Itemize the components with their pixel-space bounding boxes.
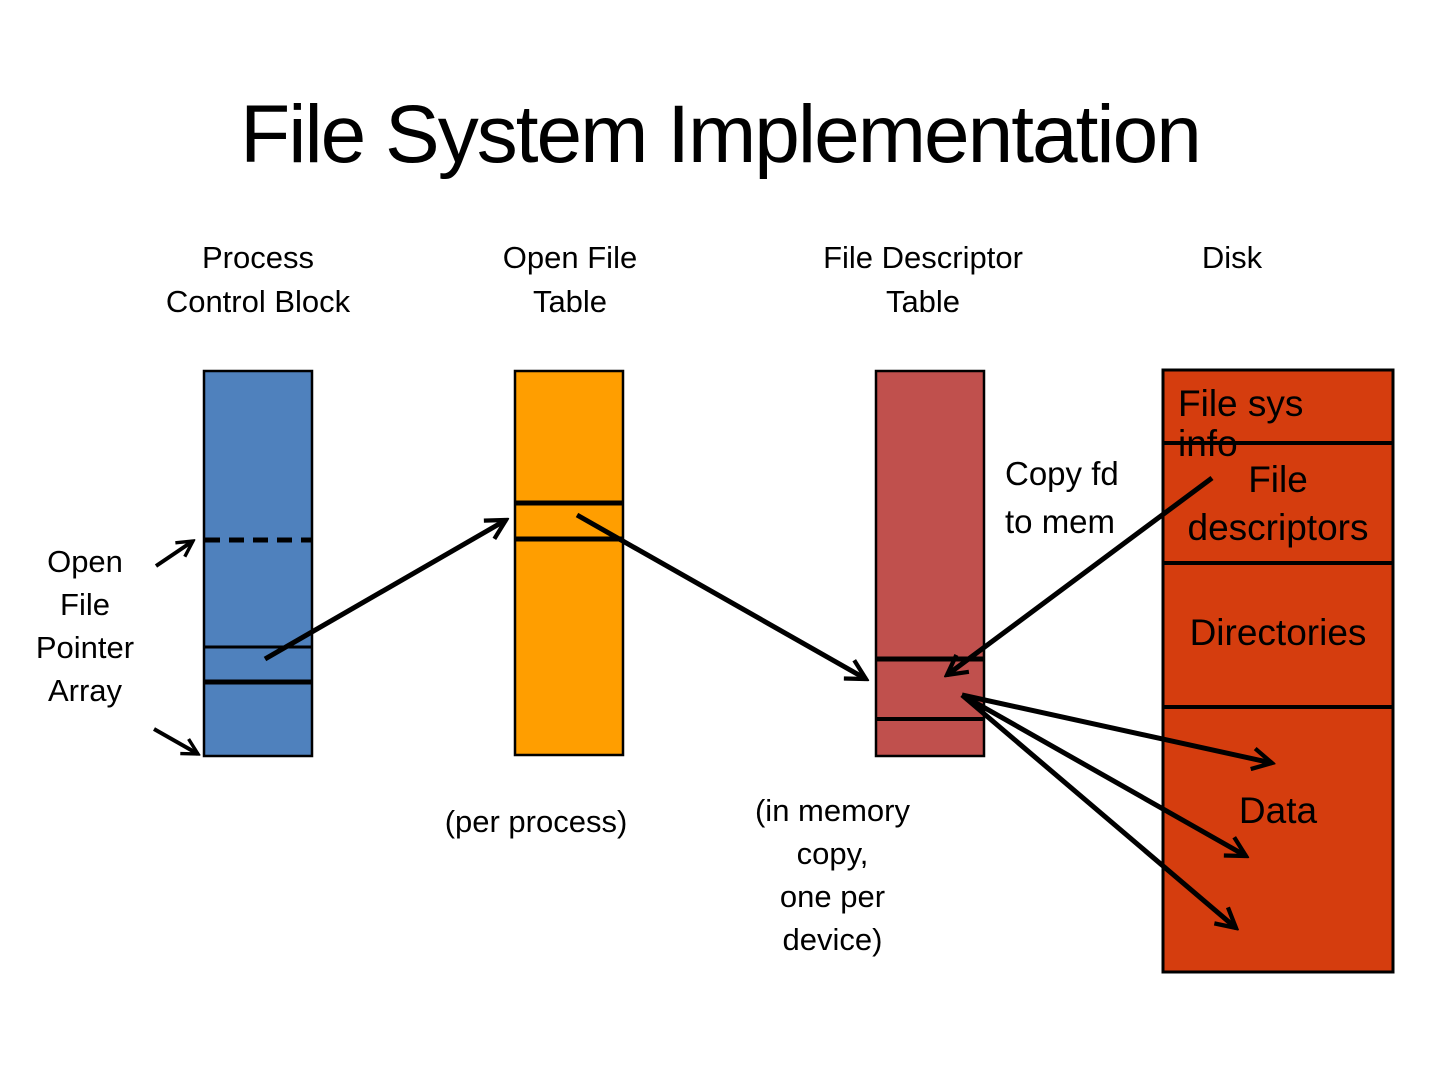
label-line: to mem — [1005, 503, 1116, 540]
oft-caption-per-process: (per process) — [444, 804, 628, 839]
header-line: Process — [202, 240, 314, 275]
caption-line: copy, — [796, 836, 869, 871]
arrow-fdt-to-data-3 — [960, 693, 1236, 928]
header-file-descriptor-table: File Descriptor Table — [803, 236, 1043, 324]
open-file-pointer-array-label: Open File Pointer Array — [10, 540, 160, 712]
caption-line: one per — [779, 879, 886, 914]
header-line: Open File — [502, 240, 638, 275]
header-disk: Disk — [1132, 236, 1332, 280]
label-line: Pointer — [35, 630, 135, 665]
caption-line: (in memory — [754, 793, 910, 828]
label-line: Copy fd — [1005, 455, 1119, 492]
header-line: Table — [885, 284, 961, 319]
header-open-file-table: Open File Table — [470, 236, 670, 324]
caption-line: device) — [782, 922, 883, 957]
label-line: Array — [47, 673, 123, 708]
copy-fd-to-mem-label: Copy fd to mem — [1005, 450, 1195, 546]
label-line: File — [60, 587, 110, 622]
header-line: Control Block — [165, 284, 351, 319]
disk-section-file-sys-info: File sys info — [1178, 383, 1304, 464]
fdt-block — [874, 369, 986, 758]
fdt-caption-in-memory: (in memory copy, one per device) — [740, 789, 925, 961]
label-line: Open — [47, 544, 123, 579]
disk-section-data: Data — [1238, 790, 1318, 831]
disk-block — [1161, 368, 1395, 974]
header-process-control-block: Process Control Block — [148, 236, 368, 324]
header-line: Table — [532, 284, 608, 319]
arrow-oft-to-fdt — [575, 512, 866, 679]
arrow-disk-fd-to-fdt-copy — [947, 475, 1214, 675]
oft-block — [513, 369, 625, 757]
disk-section-file-descriptors: File descriptors — [1187, 459, 1369, 548]
arrow-fdt-to-data-2 — [960, 692, 1246, 856]
arrow-label-to-dashed-entry — [154, 541, 193, 568]
disk-section-directories: Directories — [1189, 612, 1367, 653]
arrow-label-to-array-bottom — [153, 727, 198, 754]
arrow-fdt-to-data-1 — [961, 692, 1272, 763]
pcb-block — [202, 369, 314, 758]
header-line: File Descriptor — [823, 240, 1023, 275]
page-title: File System Implementation — [240, 89, 1202, 180]
arrow-pcb-to-oft — [263, 520, 506, 662]
header-line: Disk — [1201, 240, 1263, 275]
